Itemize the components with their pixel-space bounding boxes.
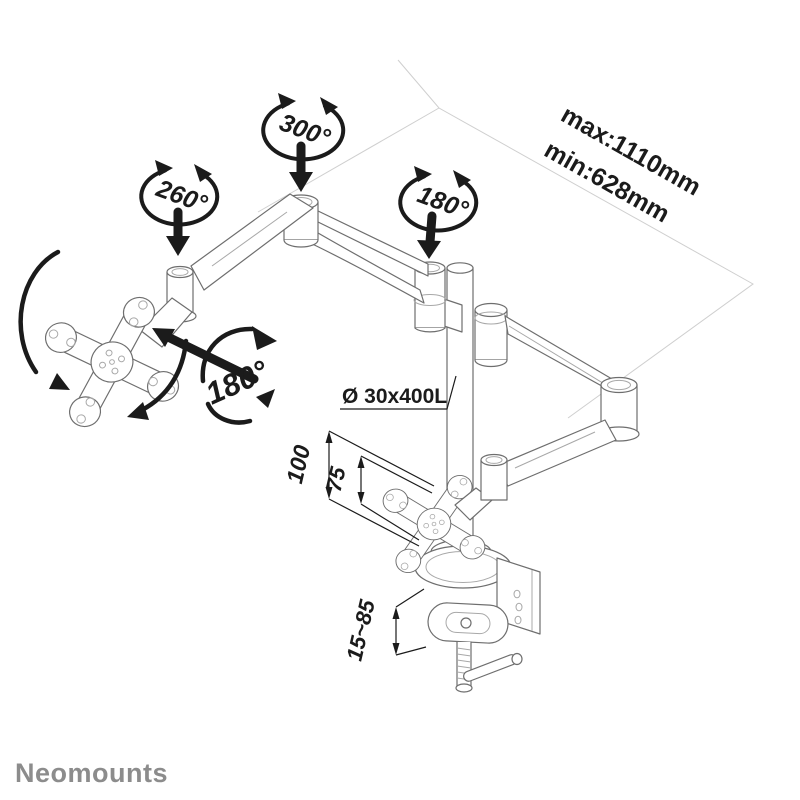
desk-clamp (414, 539, 541, 693)
vesa-outer-label: 100 (281, 442, 315, 485)
arrowhead (49, 373, 70, 390)
arrowhead (278, 93, 296, 109)
swivel-arc-300 (261, 93, 346, 192)
arm-left-rear (301, 209, 429, 304)
arrowhead (453, 170, 471, 188)
rotate-arc-180-vesa (18, 249, 277, 425)
swivel-arc-260 (139, 160, 220, 256)
vesa-left-wrist (139, 265, 197, 348)
swivel-arc-180-pole (398, 166, 479, 259)
down-arrow-180 (425, 211, 437, 247)
elbow-joint-right (598, 376, 640, 442)
vesa-spacing-dimension (325, 430, 435, 547)
vesa-plate-right (380, 453, 508, 576)
arm-right-upper (440, 297, 619, 396)
pole-dimension (340, 375, 457, 410)
arrowhead (194, 164, 212, 182)
arrowhead (155, 160, 173, 176)
clamp-range-label: 15~85 (342, 597, 380, 664)
clamp-range-dimension (392, 588, 427, 656)
reach-plane (257, 59, 754, 419)
swivel-180-pole-label: 180° (414, 180, 473, 224)
arrowhead (414, 166, 432, 182)
arm-right-forearm (495, 419, 617, 487)
clamp-screw (455, 641, 523, 693)
arm-left-front (190, 193, 314, 291)
vesa-inner-label: 75 (321, 464, 351, 494)
pole-dimension-label: Ø 30x400L (342, 385, 447, 408)
brand-logo: Neomounts (15, 758, 168, 788)
arrowhead (127, 402, 149, 420)
arrowhead (256, 389, 275, 408)
tilt-arrow (165, 333, 259, 384)
arrowhead (252, 326, 277, 350)
arrowhead (320, 97, 338, 115)
